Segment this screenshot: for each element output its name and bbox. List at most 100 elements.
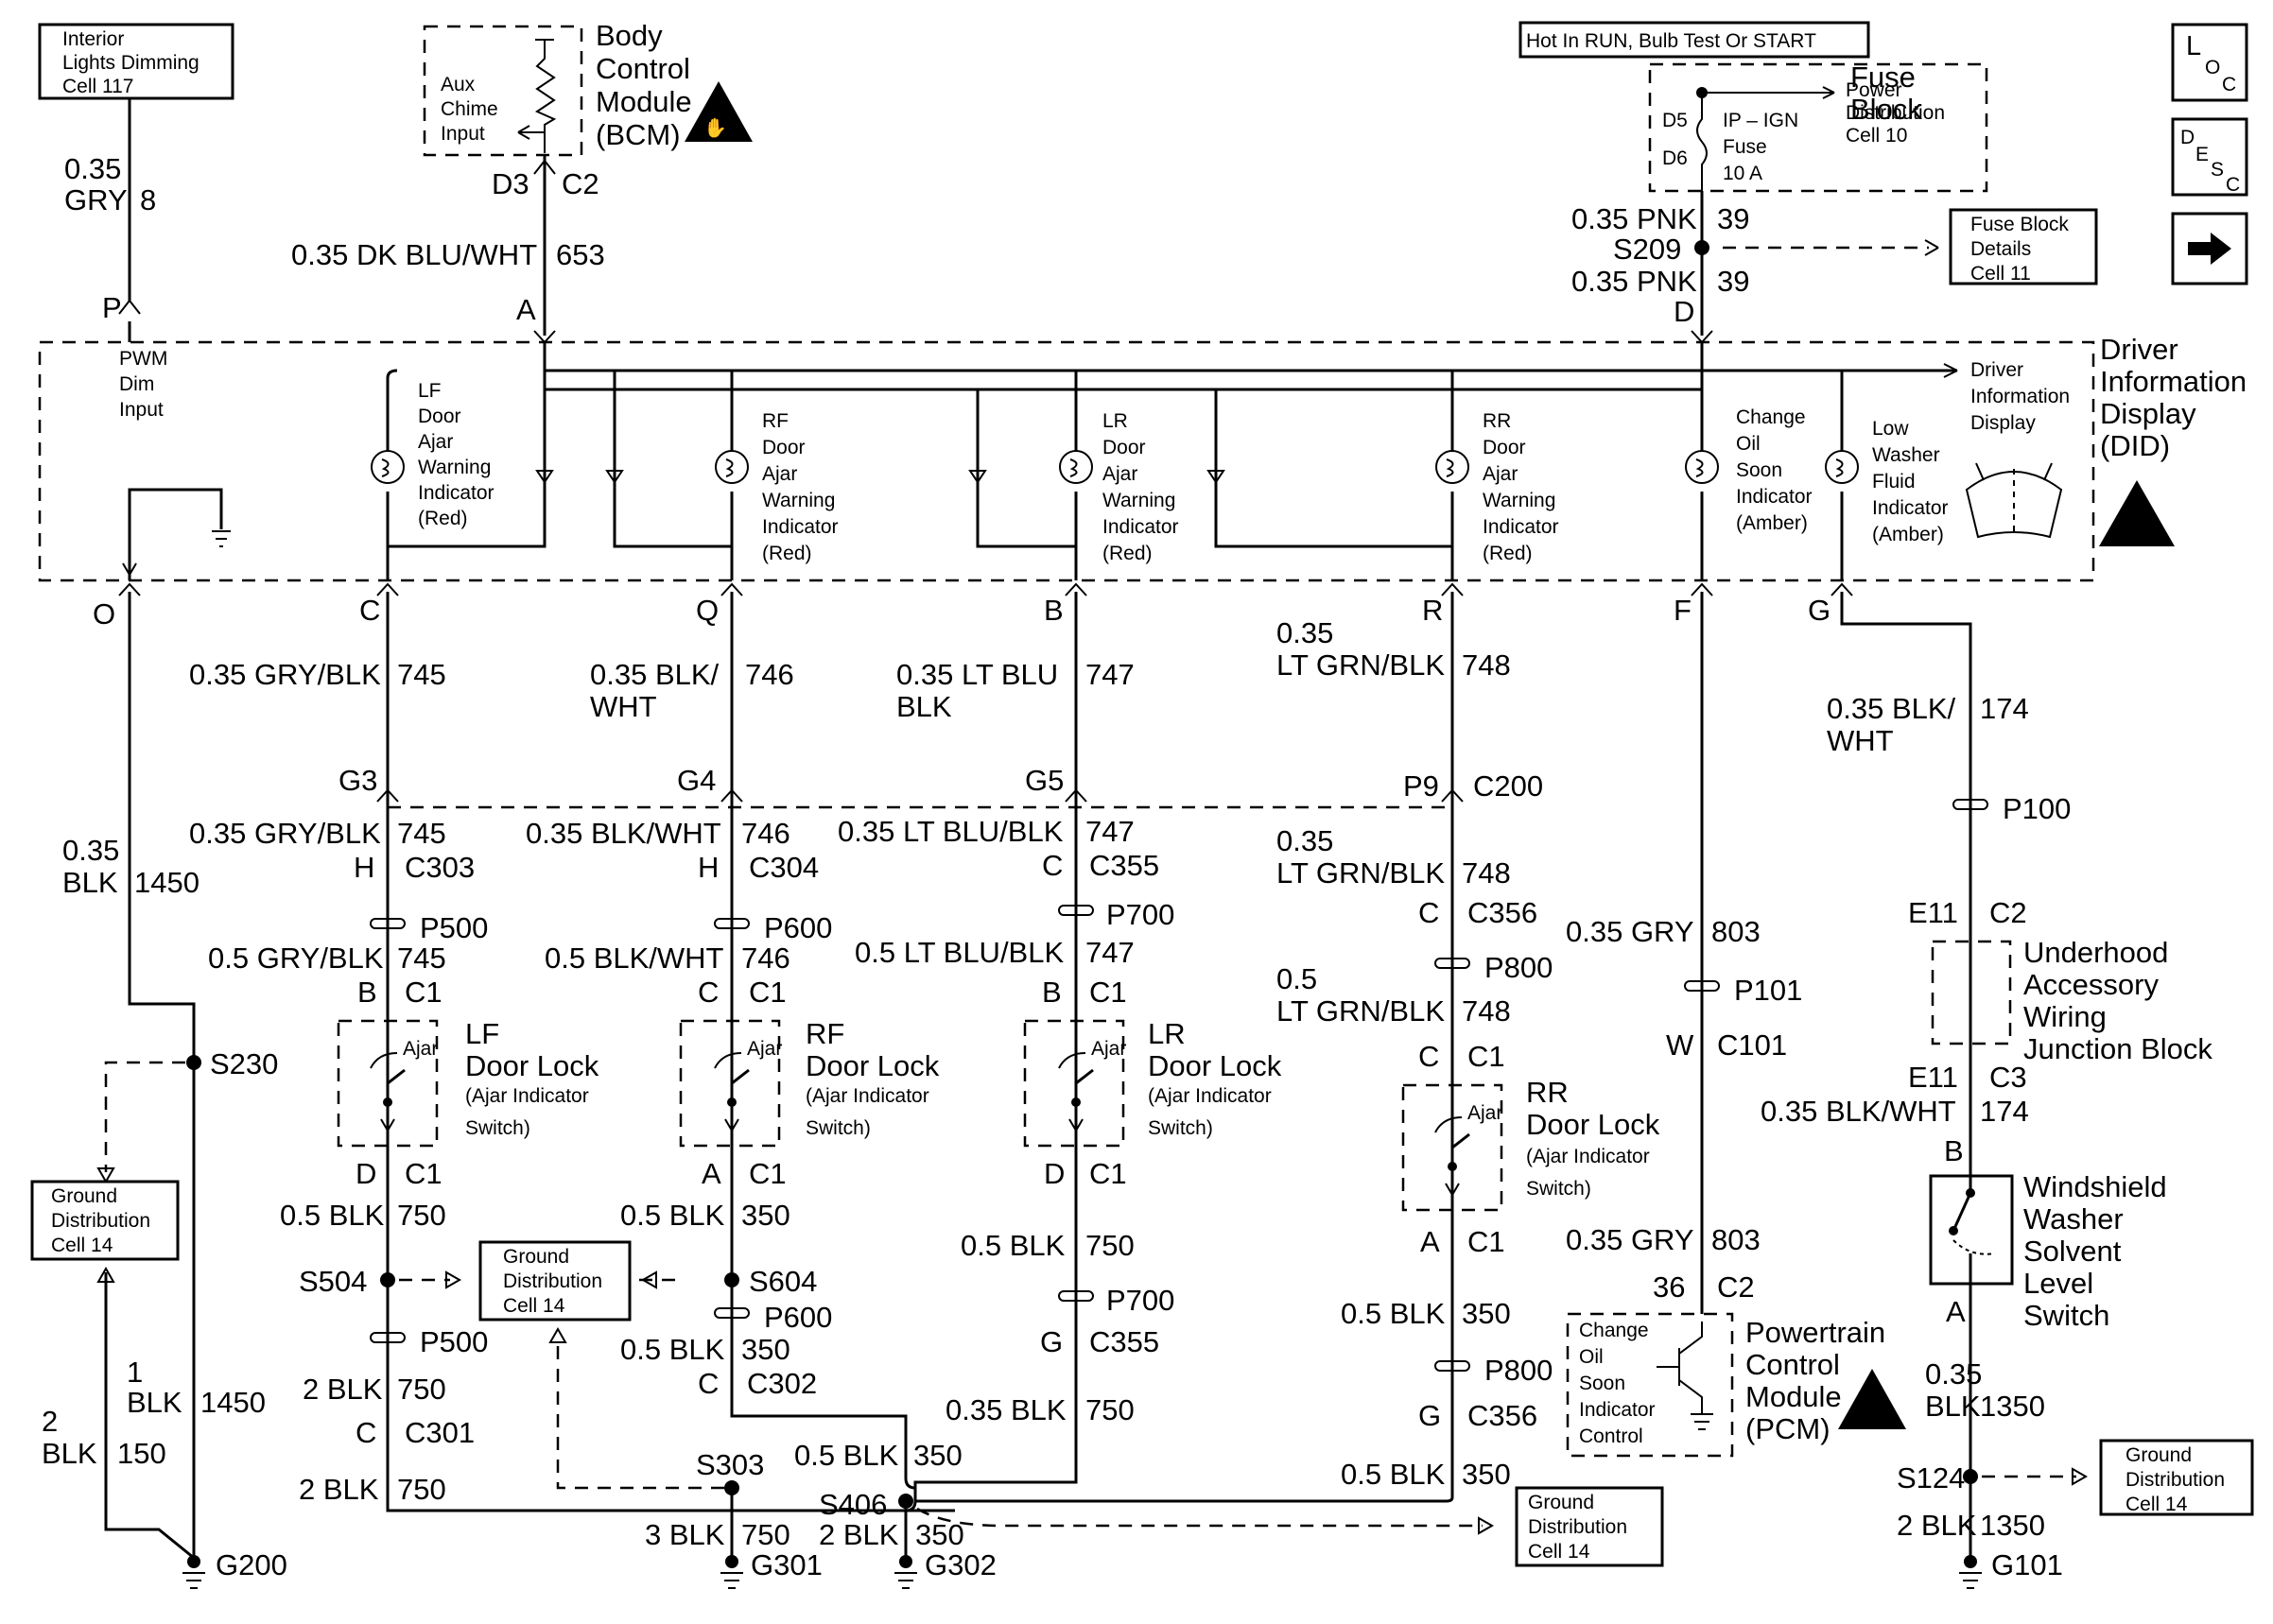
svg-text:Information: Information	[1970, 386, 2070, 407]
svg-text:C: C	[1042, 849, 1063, 882]
splice-s230: S230	[210, 1047, 278, 1080]
svg-text:C2: C2	[1717, 1270, 1755, 1304]
svg-text:RR: RR	[1526, 1076, 1569, 1109]
svg-text:C301: C301	[405, 1416, 475, 1449]
svg-text:PWM: PWM	[119, 348, 167, 370]
svg-text:C1: C1	[405, 976, 442, 1009]
svg-text:G: G	[1040, 1325, 1063, 1358]
svg-text:350: 350	[915, 1518, 964, 1551]
ground-dist-ref-4[interactable]: Ground Distribution Cell 14	[2099, 1439, 2254, 1516]
right-arrow-icon[interactable]	[2171, 212, 2248, 285]
svg-text:2 BLK: 2 BLK	[1897, 1509, 1977, 1542]
svg-text:RF: RF	[806, 1017, 844, 1050]
svg-text:350: 350	[1462, 1297, 1511, 1330]
fuse-block-details-ref[interactable]: Fuse Block Details Cell 11	[1949, 208, 2098, 285]
svg-text:✋: ✋	[703, 116, 727, 139]
svg-text:0.5 BLK: 0.5 BLK	[961, 1229, 1066, 1262]
svg-text:745: 745	[397, 817, 446, 850]
svg-text:LT GRN/BLK: LT GRN/BLK	[1276, 648, 1445, 682]
wire-pnk-bot-color: 0.35 PNK	[1571, 265, 1697, 298]
ground-g301: G301	[751, 1548, 823, 1581]
interior-lights-ref[interactable]: Interior Lights Dimming Cell 117	[38, 23, 234, 100]
svg-text:Switch): Switch)	[465, 1117, 530, 1139]
svg-text:350: 350	[913, 1439, 963, 1472]
svg-text:0.35: 0.35	[62, 834, 119, 867]
svg-text:Warning: Warning	[762, 490, 835, 511]
svg-text:Indicator: Indicator	[1102, 516, 1179, 538]
svg-text:E: E	[2195, 144, 2209, 165]
svg-text:Aux: Aux	[441, 74, 476, 95]
svg-text:Switch: Switch	[2023, 1299, 2109, 1332]
svg-text:BLK: BLK	[127, 1386, 182, 1419]
svg-text:P500: P500	[420, 911, 488, 944]
svg-text:S: S	[2211, 159, 2224, 181]
svg-text:Driver: Driver	[1970, 359, 2023, 381]
svg-text:0.5 BLK: 0.5 BLK	[1341, 1458, 1446, 1491]
svg-text:IP – IGN: IP – IGN	[1723, 110, 1798, 131]
ground-dist-ref-3[interactable]: Ground Distribution Cell 14	[1515, 1486, 1664, 1567]
svg-text:(Amber): (Amber)	[1872, 524, 1944, 545]
svg-text:0.35 BLK: 0.35 BLK	[946, 1393, 1067, 1426]
svg-text:P700: P700	[1106, 1284, 1174, 1317]
svg-text:(Red): (Red)	[1102, 543, 1153, 564]
svg-text:P700: P700	[1106, 898, 1174, 931]
ground-g302: G302	[925, 1548, 997, 1581]
ground-dist-ref-1[interactable]: Ground Distribution Cell 14	[30, 1180, 180, 1261]
svg-text:LR: LR	[1148, 1017, 1186, 1050]
pin-g: G	[1808, 594, 1831, 627]
svg-text:0.35: 0.35	[1276, 616, 1333, 649]
svg-text:C1: C1	[1089, 1157, 1127, 1190]
svg-text:W: W	[1666, 1028, 1694, 1062]
svg-text:(BCM): (BCM)	[596, 118, 681, 151]
pin-b: B	[1044, 594, 1064, 627]
svg-text:Door Lock: Door Lock	[465, 1049, 599, 1082]
svg-text:(Ajar Indicator: (Ajar Indicator	[1148, 1085, 1272, 1107]
svg-text:0.35 BLK/: 0.35 BLK/	[590, 658, 720, 691]
rr-indicator: RR Door Ajar Warning Indicator (Red)	[1435, 371, 1559, 580]
lr-door-lock-switch: Ajar	[1023, 1019, 1126, 1148]
oil-indicator: Change Oil Soon Indicator (Amber)	[1685, 371, 1813, 580]
svg-text:Door: Door	[762, 437, 806, 458]
svg-text:Module: Module	[596, 85, 692, 118]
svg-text:Washer: Washer	[1872, 444, 1940, 466]
hot-in-run-label: Hot In RUN, Bulb Test Or START	[1518, 21, 1870, 59]
svg-text:Chime: Chime	[441, 98, 498, 120]
desc-button[interactable]: D E S C	[2171, 117, 2248, 197]
svg-text:Fuse: Fuse	[1850, 60, 1916, 94]
svg-text:RR: RR	[1483, 410, 1511, 432]
svg-text:Cell 14: Cell 14	[1528, 1541, 1590, 1563]
svg-text:LF: LF	[465, 1017, 499, 1050]
svg-text:0.5 BLK/WHT: 0.5 BLK/WHT	[545, 942, 724, 975]
svg-text:D: D	[356, 1157, 376, 1190]
svg-text:C101: C101	[1717, 1028, 1787, 1062]
svg-text:G: G	[1418, 1399, 1441, 1432]
svg-text:C1: C1	[749, 976, 787, 1009]
svg-text:G5: G5	[1025, 764, 1064, 797]
svg-text:Distribution: Distribution	[1846, 102, 1945, 124]
loc-button[interactable]: L O C	[2171, 23, 2248, 102]
svg-text:C356: C356	[1467, 896, 1537, 929]
svg-text:0.5: 0.5	[1276, 962, 1317, 995]
svg-text:(DID): (DID)	[2100, 429, 2170, 462]
svg-text:L: L	[2186, 31, 2201, 61]
svg-text:1350: 1350	[1980, 1390, 2045, 1423]
svg-text:C1: C1	[1089, 976, 1127, 1009]
svg-text:E11: E11	[1908, 896, 1958, 929]
svg-text:P800: P800	[1484, 1354, 1553, 1387]
ground-dist-ref-2[interactable]: Ground Distribution Cell 14	[478, 1240, 632, 1322]
svg-text:Cell 117: Cell 117	[62, 76, 134, 97]
underhood-junction-block	[1931, 940, 2012, 1045]
svg-text:Indicator: Indicator	[762, 516, 839, 538]
svg-text:747: 747	[1085, 815, 1135, 848]
did-title: Driver Information Display (DID)	[2100, 333, 2247, 462]
svg-text:C3: C3	[1989, 1061, 2027, 1094]
svg-text:Powertrain: Powertrain	[1745, 1316, 1885, 1349]
svg-text:LT GRN/BLK: LT GRN/BLK	[1276, 994, 1445, 1028]
svg-text:Interior: Interior	[62, 28, 124, 50]
svg-text:Change: Change	[1736, 406, 1806, 428]
svg-text:150: 150	[117, 1437, 166, 1470]
pin-q: Q	[696, 594, 719, 627]
svg-text:Driver: Driver	[2100, 333, 2178, 366]
svg-text:748: 748	[1462, 856, 1511, 890]
wire-pnk-bot-circuit: 39	[1717, 265, 1749, 298]
